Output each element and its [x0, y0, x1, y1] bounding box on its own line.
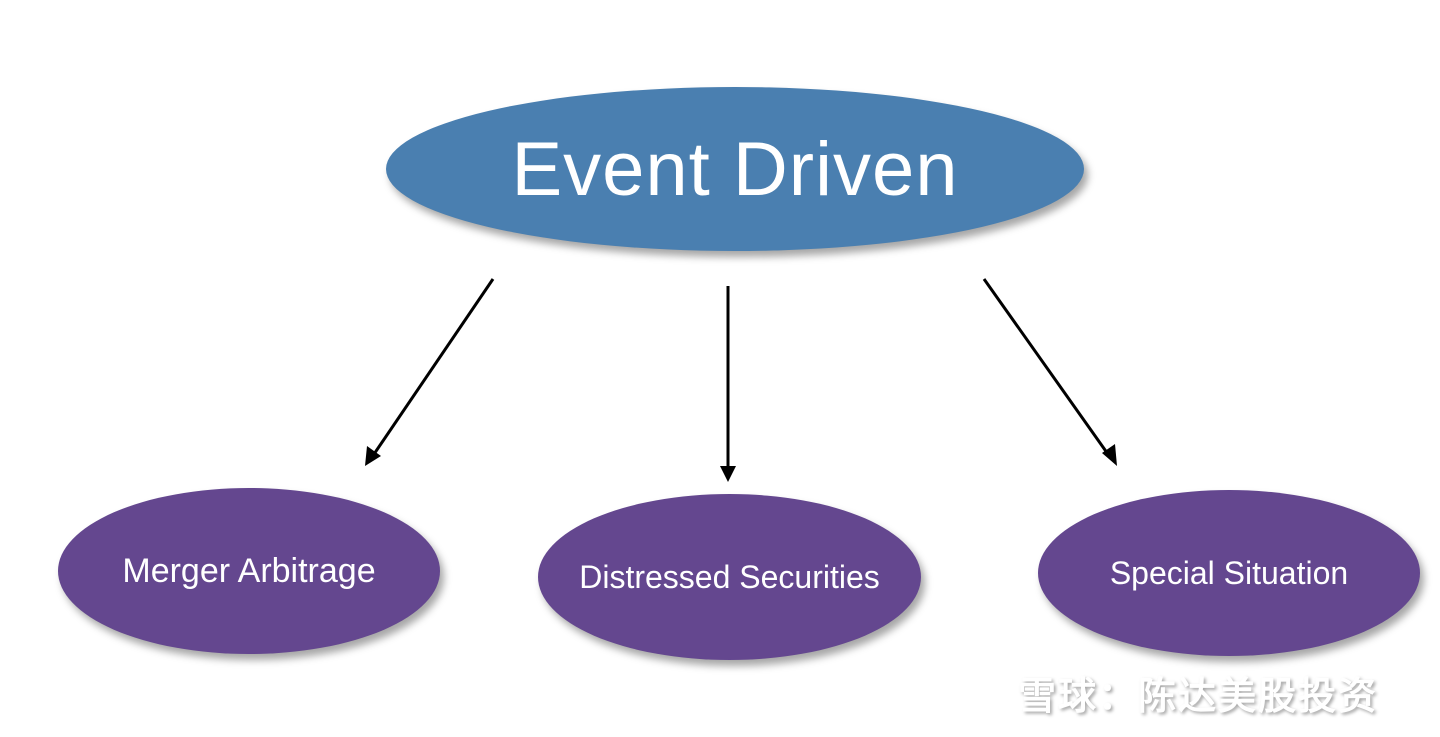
child-node-label: Distressed Securities [579, 558, 880, 595]
child-node-distressed-securities: Distressed Securities [538, 494, 921, 660]
child-node-label: Special Situation [1109, 554, 1349, 591]
arrow-to-merger-arbitrage [368, 278, 495, 461]
child-node-label: Merger Arbitrage [122, 551, 376, 590]
watermark-text: 雪球：陈达美股投资 [1018, 673, 1379, 718]
arrowhead-distressed-securities [720, 466, 736, 482]
arrowhead-special-situation [1102, 444, 1117, 466]
child-node-special-situation: Special Situation [1038, 490, 1420, 656]
arrowhead-merger-arbitrage [365, 446, 381, 466]
child-node-merger-arbitrage: Merger Arbitrage [58, 488, 440, 654]
root-node-label: Event Driven [511, 126, 959, 212]
root-node-event-driven: Event Driven [386, 87, 1084, 251]
watermark: 雪球：陈达美股投资 [962, 664, 1378, 720]
snowball-logo-icon [963, 669, 1009, 715]
arrow-to-special-situation [982, 278, 1112, 458]
